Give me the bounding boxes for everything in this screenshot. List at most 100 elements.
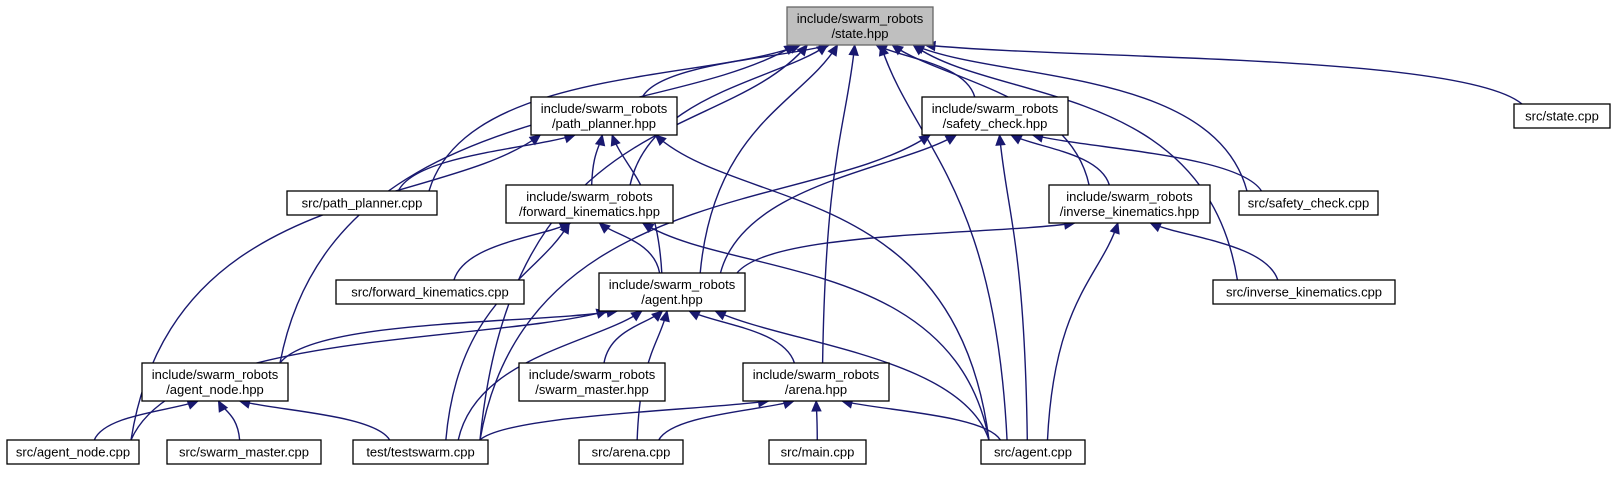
edge-line: [428, 44, 801, 192]
edge-swarm_master_cpp-to-agent_node_hpp: [217, 399, 241, 441]
edge-line: [912, 44, 1239, 281]
arrowhead-icon: [651, 310, 664, 322]
edge-line: [453, 222, 571, 281]
edge-forward_kinematics_hpp-to-state_hpp: [629, 44, 829, 186]
arrowhead-icon: [688, 310, 702, 321]
edge-line: [998, 134, 1028, 441]
edge-line: [719, 134, 957, 274]
node-box: [518, 362, 666, 402]
node-label-line: include/swarm_robots: [526, 189, 653, 204]
edge-main_cpp-to-arena_hpp: [811, 399, 822, 441]
node-agent-cpp[interactable]: src/agent.cpp: [980, 439, 1086, 465]
node-main-cpp[interactable]: src/main.cpp: [768, 439, 867, 465]
arrowhead-icon: [630, 310, 643, 322]
node-state-hpp[interactable]: include/swarm_robots/state.hpp: [786, 6, 934, 46]
node-box: [598, 272, 746, 312]
node-inverse-kinematics-hpp[interactable]: include/swarm_robots/inverse_kinematics.…: [1048, 184, 1211, 224]
node-box: [742, 362, 890, 402]
arrowhead-icon: [918, 134, 932, 146]
edge-line: [699, 44, 839, 274]
edge-line: [1032, 134, 1263, 192]
edge-testswarm_cpp-to-agent_hpp: [457, 310, 643, 441]
edge-agent_cpp-to-inverse_kinematics_hpp: [1046, 221, 1120, 441]
edge-line: [279, 44, 796, 364]
node-inverse-kinematics-cpp[interactable]: src/inverse_kinematics.cpp: [1212, 279, 1396, 305]
edge-line: [1010, 134, 1110, 186]
arrowhead-icon: [815, 44, 829, 56]
node-box: [786, 6, 934, 46]
arrowhead-icon: [944, 134, 958, 145]
edge-line: [629, 44, 828, 186]
node-agent-node-cpp[interactable]: src/agent_node.cpp: [6, 439, 140, 465]
node-box: [1238, 190, 1379, 216]
node-safety-check-hpp[interactable]: include/swarm_robots/safety_check.hpp: [921, 96, 1069, 136]
edge-inverse_kinematics_hpp-to-state_hpp: [891, 44, 1090, 186]
node-state-cpp[interactable]: src/state.cpp: [1513, 103, 1611, 129]
node-forward-kinematics-cpp[interactable]: src/forward_kinematics.cpp: [335, 279, 525, 305]
edge-line: [239, 400, 391, 441]
arrowhead-icon: [217, 399, 229, 413]
node-swarm-master-hpp[interactable]: include/swarm_robots/swarm_master.hpp: [518, 362, 666, 402]
node-testswarm-cpp[interactable]: test/testswarm.cpp: [352, 439, 489, 465]
edge-arena_cpp-to-agent_hpp: [636, 309, 670, 441]
nodes-layer: include/swarm_robots/state.hpp include/sw…: [6, 6, 1611, 465]
node-label-line: include/swarm_robots: [753, 367, 880, 382]
node-path-planner-cpp[interactable]: src/path_planner.cpp: [286, 190, 438, 216]
node-path-planner-hpp[interactable]: include/swarm_robots/path_planner.hpp: [530, 96, 678, 136]
node-arena-cpp[interactable]: src/arena.cpp: [578, 439, 684, 465]
edge-agent_hpp-to-inverse_kinematics_hpp: [736, 219, 1076, 274]
edge-testswarm_cpp-to-agent_node_hpp: [238, 398, 391, 441]
node-box: [578, 439, 684, 465]
edge-agent_node_cpp-to-path_planner_hpp: [130, 134, 542, 441]
node-box: [141, 362, 289, 402]
node-label-line: src/agent_node.cpp: [16, 445, 130, 460]
node-label-line: include/swarm_robots: [609, 277, 736, 292]
node-label-line: include/swarm_robots: [1066, 189, 1193, 204]
node-box: [286, 190, 438, 216]
edge-agent_cpp-to-state_hpp: [878, 43, 1008, 441]
edge-line: [1150, 222, 1279, 281]
node-label-line: src/arena.cpp: [592, 445, 671, 460]
edge-line: [688, 310, 796, 364]
node-box: [166, 439, 322, 465]
edge-line: [642, 222, 990, 441]
node-box: [335, 279, 525, 305]
node-agent-hpp[interactable]: include/swarm_robots/agent.hpp: [598, 272, 746, 312]
node-label-line: src/forward_kinematics.cpp: [351, 285, 509, 300]
node-swarm-master-cpp[interactable]: src/swarm_master.cpp: [166, 439, 322, 465]
arrowhead-icon: [878, 43, 889, 57]
node-box: [921, 96, 1069, 136]
arrowhead-icon: [559, 221, 570, 235]
edge-line: [715, 310, 990, 441]
edge-agent_cpp-to-safety_check_hpp: [995, 133, 1028, 441]
node-label-line: /forward_kinematics.hpp: [519, 204, 660, 219]
node-label-line: include/swarm_robots: [152, 367, 279, 382]
edge-line: [611, 134, 663, 274]
arrowhead-icon: [1149, 222, 1163, 233]
node-box: [1513, 103, 1611, 129]
edge-line: [880, 44, 1008, 441]
edge-line: [924, 44, 1523, 105]
edge-inverse_kinematics_hpp-to-safety_check_hpp: [1010, 134, 1110, 186]
node-safety-check-cpp[interactable]: src/safety_check.cpp: [1238, 190, 1379, 216]
node-label-line: /agent_node.hpp: [166, 382, 264, 397]
arrowhead-icon: [1010, 134, 1023, 145]
node-label-line: test/testswarm.cpp: [366, 445, 474, 460]
edge-line: [636, 310, 668, 441]
node-label-line: include/swarm_robots: [529, 367, 656, 382]
edge-forward_kinematics_hpp-to-path_planner_hpp: [590, 133, 606, 186]
edge-state_cpp-to-state_hpp: [923, 40, 1523, 105]
edge-swarm_master_hpp-to-agent_hpp: [603, 310, 664, 364]
node-forward-kinematics-hpp[interactable]: include/swarm_robots/forward_kinematics.…: [505, 184, 674, 224]
node-label-line: /inverse_kinematics.hpp: [1060, 204, 1199, 219]
arrowhead-icon: [641, 222, 655, 234]
node-label-line: src/swarm_master.cpp: [179, 445, 309, 460]
node-box: [980, 439, 1086, 465]
node-arena-hpp[interactable]: include/swarm_robots/arena.hpp: [742, 362, 890, 402]
node-agent-node-hpp[interactable]: include/swarm_robots/agent_node.hpp: [141, 362, 289, 402]
arrowhead-icon: [528, 134, 542, 146]
node-label-line: /path_planner.hpp: [552, 116, 656, 131]
edge-testswarm_cpp-to-state_hpp: [479, 44, 809, 441]
edge-inverse_kinematics_cpp-to-inverse_kinematics_hpp: [1149, 222, 1279, 281]
